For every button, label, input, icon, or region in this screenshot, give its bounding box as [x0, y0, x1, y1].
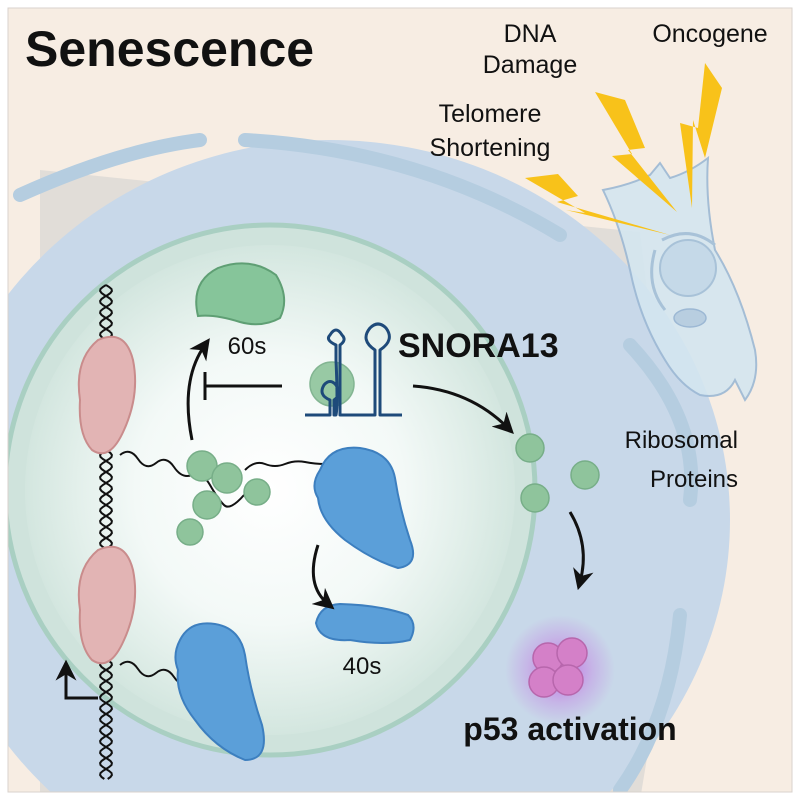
figure-title: Senescence [25, 21, 314, 77]
pre-rrna-transcript [119, 450, 245, 508]
40s-label: 40s [343, 653, 382, 680]
ribosomal-protein-cluster [176, 450, 271, 546]
ribosomal-proteins-free [515, 433, 600, 513]
senescent-cell-mitochondrion [673, 308, 707, 328]
maturation-arrow-40s [311, 544, 335, 610]
60s-label: 60s [228, 333, 267, 360]
stressor-dna-damage: DNA [504, 20, 557, 48]
rna-polymerase-icon [77, 335, 137, 455]
pre-40s-particle [313, 446, 414, 570]
snorna-label: SNORA13 [398, 327, 559, 365]
stressor-dna-damage: Damage [483, 51, 578, 79]
lightning-bolt-icon [680, 63, 722, 208]
er-membrane [238, 133, 567, 242]
assembly-arrow-60s [186, 338, 210, 441]
stressor-telomere: Shortening [430, 134, 551, 162]
ribosomal-proteins-label: Proteins [650, 466, 738, 493]
40s-subunit-icon [314, 602, 415, 644]
lightning-bolt-icon [525, 174, 670, 235]
stressor-telomere: Telomere [439, 100, 542, 128]
bound-ribosomal-protein [309, 361, 355, 407]
figure-border [7, 7, 793, 793]
er-membrane [623, 338, 699, 507]
senescent-cell-er [661, 232, 716, 247]
inhibition-bar-icon [203, 372, 282, 400]
er-membrane [613, 608, 687, 792]
stressor-oncogene: Oncogene [652, 20, 767, 48]
transcription-start-arrow-icon [55, 659, 98, 700]
p53-tetramer-icon [528, 637, 588, 698]
ribosomal-proteins-label: Ribosomal [625, 427, 738, 454]
er-membrane [13, 133, 207, 202]
p53-activation-label: p53 activation [463, 711, 676, 747]
p53-arrow [568, 511, 594, 591]
senescent-cell-nucleus [659, 239, 717, 297]
senescent-cell-er [650, 249, 667, 311]
snorna-hairpin-icon [305, 322, 402, 417]
rna-polymerase-icon [77, 545, 137, 665]
60s-subunit-icon [195, 262, 286, 326]
release-arrow [412, 384, 514, 434]
lightning-bolt-icon [595, 92, 677, 212]
pre-40s-particle [174, 622, 265, 762]
